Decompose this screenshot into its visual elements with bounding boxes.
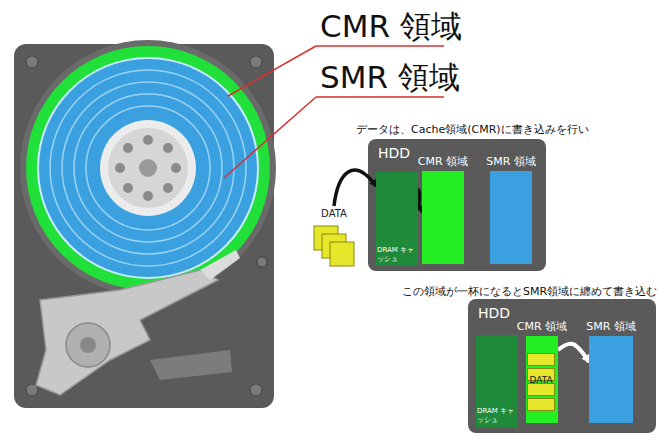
storage-area: SMR 領域 (479, 154, 543, 264)
dram-cache-box: DRAM キャッシュ (376, 172, 418, 266)
storage-area: CMR 領域 (411, 154, 475, 264)
hub (100, 120, 196, 216)
hub-holes (115, 135, 181, 201)
pivot-center (80, 337, 96, 353)
data-chunk (527, 398, 555, 411)
node-label: CMR 領域 (411, 154, 475, 169)
note-text: この領域が一杯になるとSMR領域に纏めて書き込む (402, 284, 657, 299)
hdd-box: HDD DRAM キャッシュ CMR 領域 SMR 領域 (368, 139, 546, 271)
hdd-body (14, 44, 274, 408)
node-label: SMR 領域 (479, 154, 543, 169)
node-label: DRAM キャッシュ (377, 246, 417, 263)
connector-block (150, 350, 232, 380)
node-label: DATA (527, 375, 555, 385)
node-label: DRAM キャッシュ (477, 407, 517, 424)
hdd-panel (468, 299, 656, 433)
spindle (139, 159, 157, 177)
ring-gap (37, 57, 259, 279)
node-label: SMR 領域 (579, 319, 643, 334)
actuator-pivot (66, 323, 110, 367)
dram-cache-box: DRAM キャッシュ (476, 335, 518, 427)
hdd-panel (368, 139, 546, 271)
storage-bar (422, 171, 464, 264)
data-block: DATA (311, 208, 357, 268)
storage-bar (490, 171, 532, 264)
data-chunk (527, 353, 555, 366)
callout-label: CMR 領域 (320, 6, 462, 48)
data-stack (314, 226, 354, 266)
note-text: データは、Cache領域(CMR)に書き込みを行い (356, 122, 589, 137)
data-block: DATA (527, 353, 555, 411)
cmr-ring (26, 46, 270, 290)
platter-well (20, 40, 276, 296)
flow-arrow (334, 170, 376, 206)
smr-area (39, 59, 257, 277)
node-label: CMR 領域 (513, 319, 571, 334)
hub-inner (108, 128, 188, 208)
flow-arrow (558, 344, 589, 362)
screws (26, 56, 267, 396)
storage-bar (589, 336, 633, 423)
node-label: HDD (378, 145, 410, 161)
node-label: HDD (478, 305, 510, 321)
head-slider (200, 250, 240, 280)
storage-area: SMR 領域 (579, 319, 643, 423)
storage-area: CMR 領域 DATA (513, 319, 571, 423)
smr-tracks (50, 70, 246, 266)
hdd-box: HDD DRAM キャッシュ CMR 領域 DATA SMR 領域 (468, 299, 656, 433)
callout-label: SMR 領域 (320, 57, 460, 99)
node-label: DATA (311, 208, 357, 219)
